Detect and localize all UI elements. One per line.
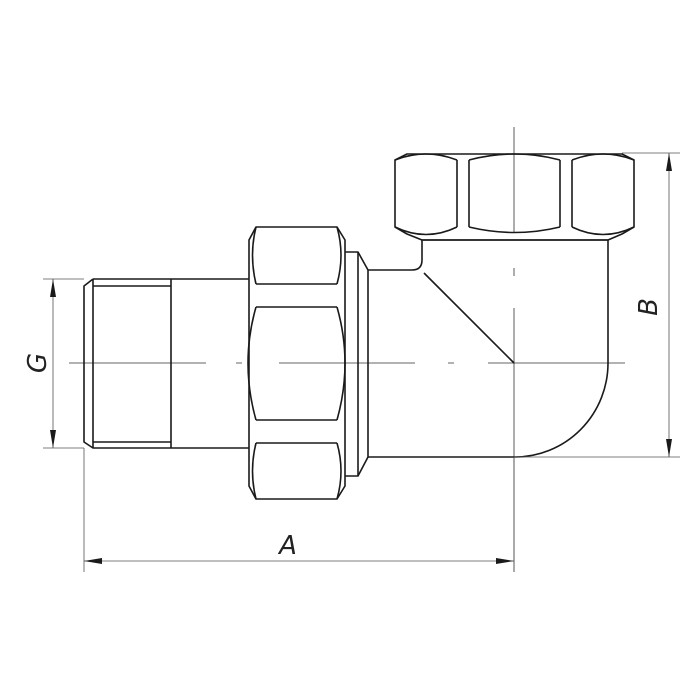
dimension-label-a: A — [277, 531, 297, 561]
centerlines — [69, 127, 625, 572]
dimension-label-b: B — [634, 298, 664, 316]
top-hex-nut — [394, 153, 635, 241]
union-ring — [345, 251, 369, 477]
arrow-up-icon — [666, 153, 672, 171]
inner-diagonal — [423, 272, 515, 364]
union-nut — [247, 226, 346, 500]
dimension-g: G — [23, 278, 84, 449]
dimension-a: A — [83, 448, 515, 572]
dimension-b: B — [514, 152, 680, 458]
arrow-right-icon — [496, 558, 514, 564]
arrow-up-icon — [50, 279, 56, 297]
male-thread-end — [83, 278, 249, 449]
elbow-body — [368, 239, 609, 458]
arrow-down-icon — [666, 439, 672, 457]
arrow-down-icon — [50, 430, 56, 448]
dimension-label-g: G — [23, 353, 53, 373]
arrow-left-icon — [84, 558, 102, 564]
